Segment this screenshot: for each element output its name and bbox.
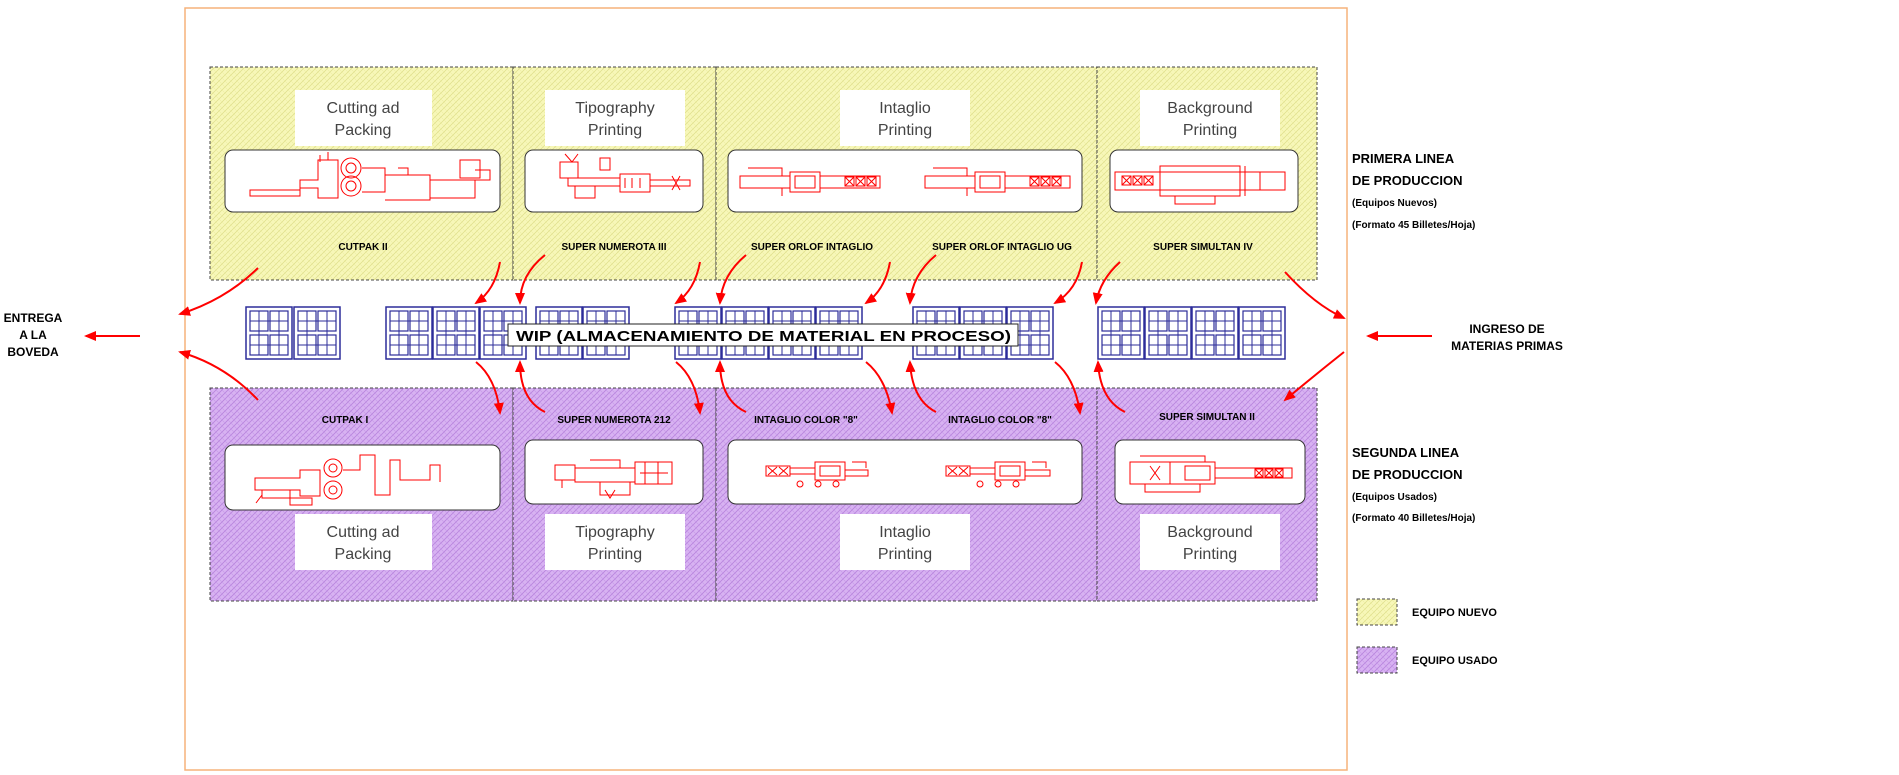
machine-label: INTAGLIO COLOR "8" <box>754 415 858 426</box>
super-simultan-ii-machine-drawing <box>1129 455 1293 493</box>
second-line-detail: (Equipos Usados) <box>1352 492 1437 503</box>
super-orlof-intaglio-machine-drawing <box>739 167 881 196</box>
second-line-machine-names: CUTPAK I SUPER NUMEROTA 212 INTAGLIO COL… <box>322 412 1255 426</box>
machine-label: SUPER NUMEROTA III <box>561 242 666 253</box>
wip-label-text: WIP (ALMACENAMIENTO DE MATERIAL EN PROCE… <box>516 328 1011 345</box>
entry-label: INGRESO DE MATERIAS PRIMAS <box>1451 322 1563 353</box>
first-line-machine-plans <box>224 149 1299 213</box>
section-heading: Cutting ad <box>327 100 400 117</box>
machine-label: SUPER SIMULTAN IV <box>1153 242 1253 253</box>
section-heading: Printing <box>878 546 932 563</box>
second-line-title: SEGUNDA LINEA <box>1352 445 1460 460</box>
building-outline <box>184 7 1348 771</box>
section-heading: Intaglio <box>879 524 931 541</box>
second-line-detail: (Formato 40 Billetes/Hoja) <box>1352 513 1475 524</box>
section-heading: Tipography <box>575 524 654 541</box>
super-numerota-iii-machine-drawing <box>559 153 691 199</box>
section-heading: Printing <box>878 122 932 139</box>
first-line-detail: (Equipos Nuevos) <box>1352 198 1437 209</box>
intaglio-color-8-machine-drawing <box>945 461 1051 488</box>
first-line-headings: Cutting ad Packing Tipography Printing I… <box>295 90 1280 146</box>
exit-label: ENTREGA A LA BOVEDA <box>4 311 63 359</box>
section-heading: Printing <box>588 122 642 139</box>
machine-label: INTAGLIO COLOR "8" <box>948 415 1052 426</box>
section-heading: Background <box>1167 100 1252 117</box>
super-numerota-212-machine-drawing <box>554 459 673 499</box>
machine-label: SUPER ORLOF INTAGLIO <box>751 242 873 253</box>
section-heading: Packing <box>335 122 392 139</box>
second-line-machine-plans <box>224 439 1306 511</box>
first-line-machine-names: CUTPAK II SUPER NUMEROTA III SUPER ORLOF… <box>338 242 1253 253</box>
section-heading: Printing <box>1183 546 1237 563</box>
section-heading: Tipography <box>575 100 654 117</box>
first-line-detail: (Formato 45 Billetes/Hoja) <box>1352 220 1475 231</box>
entry-label-line: MATERIAS PRIMAS <box>1451 339 1563 353</box>
second-line-headings: Cutting ad Packing Tipography Printing I… <box>295 514 1280 570</box>
machine-label: SUPER ORLOF INTAGLIO UG <box>932 242 1072 253</box>
exit-label-line: BOVEDA <box>7 345 59 359</box>
section-heading: Intaglio <box>879 100 931 117</box>
section-heading: Packing <box>335 546 392 563</box>
legend-label-new: EQUIPO NUEVO <box>1412 607 1497 619</box>
entry-label-line: INGRESO DE <box>1469 322 1544 336</box>
material-flow-arrows <box>178 254 1346 415</box>
cutpak-i-machine-drawing <box>254 454 441 506</box>
machine-label: SUPER SIMULTAN II <box>1159 412 1255 423</box>
second-line-title: DE PRODUCCION <box>1352 467 1463 482</box>
legend: EQUIPO NUEVO EQUIPO USADO <box>1356 598 1498 674</box>
intaglio-color-8-machine-drawing <box>765 461 869 488</box>
legend-label-used: EQUIPO USADO <box>1412 655 1498 667</box>
legend-swatch-new <box>1356 598 1398 626</box>
super-simultan-iv-machine-drawing <box>1114 165 1286 205</box>
machine-label: CUTPAK I <box>322 415 369 426</box>
exit-label-line: ENTREGA <box>4 311 63 325</box>
machine-label: CUTPAK II <box>338 242 387 253</box>
section-heading: Printing <box>588 546 642 563</box>
first-line-title: PRIMERA LINEA <box>1352 151 1455 166</box>
first-line-title: DE PRODUCCION <box>1352 173 1463 188</box>
machine-label: SUPER NUMEROTA 212 <box>557 415 671 426</box>
super-orlof-intaglio-ug-machine-drawing <box>924 167 1071 196</box>
wip-label: WIP (ALMACENAMIENTO DE MATERIAL EN PROCE… <box>507 323 1019 347</box>
exit-label-line: A LA <box>19 328 47 342</box>
legend-swatch-used <box>1356 646 1398 674</box>
cutpak-ii-machine-drawing <box>249 152 491 201</box>
first-line-description: PRIMERA LINEA DE PRODUCCION (Equipos Nue… <box>1352 151 1475 231</box>
section-heading: Background <box>1167 524 1252 541</box>
section-heading: Printing <box>1183 122 1237 139</box>
section-heading: Cutting ad <box>327 524 400 541</box>
second-line-description: SEGUNDA LINEA DE PRODUCCION (Equipos Usa… <box>1352 445 1475 524</box>
